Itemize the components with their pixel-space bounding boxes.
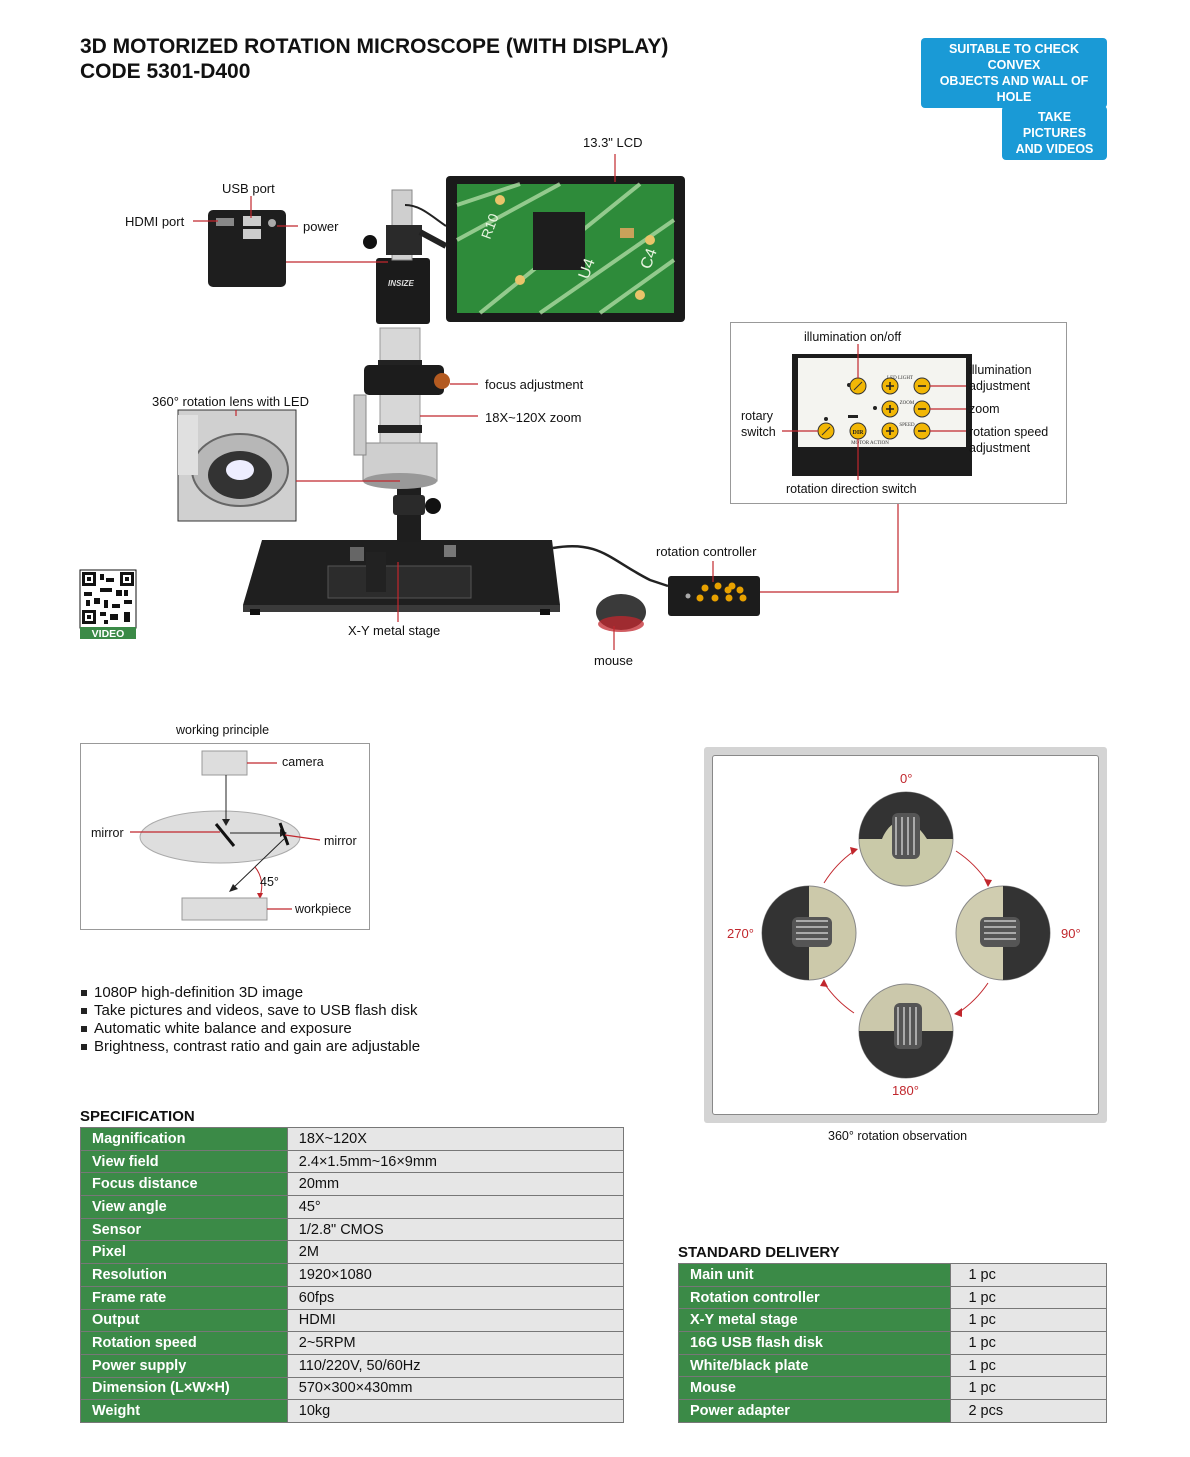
svg-text:LED LIGHT: LED LIGHT bbox=[887, 376, 913, 381]
convex-objects-badge: SUITABLE TO CHECK CONVEX OBJECTS AND WAL… bbox=[921, 38, 1107, 108]
label-focus-adjustment: focus adjustment bbox=[485, 377, 584, 392]
page-title: 3D MOTORIZED ROTATION MICROSCOPE (WITH D… bbox=[80, 34, 668, 84]
controller-panel-graphic: LED LIGHT ZOOM SPEED MOTOR ACTION DIR bbox=[782, 344, 972, 480]
principle-diagram bbox=[130, 750, 321, 921]
label-270-deg: 270° bbox=[727, 926, 754, 941]
title-line1: 3D MOTORIZED ROTATION MICROSCOPE (WITH D… bbox=[80, 35, 669, 58]
svg-text:U4: U4 bbox=[576, 256, 599, 281]
svg-text:DIR: DIR bbox=[852, 430, 864, 436]
label-rotation-controller: rotation controller bbox=[656, 544, 757, 559]
view-90deg bbox=[955, 885, 1051, 981]
list-item: Automatic white balance and exposure bbox=[80, 1020, 420, 1038]
port-box bbox=[208, 210, 286, 287]
label-rotation-lens: 360° rotation lens with LED bbox=[152, 394, 309, 409]
product-illustration: INSIZE R10 U4 C4 VIDEO bbox=[79, 154, 899, 650]
label-power: power bbox=[303, 219, 339, 234]
label-mirror-right: mirror bbox=[324, 834, 357, 848]
label-rotary-switch: rotary switch bbox=[741, 409, 776, 439]
title-line2: CODE 5301-D400 bbox=[80, 60, 251, 83]
label-workpiece: workpiece bbox=[295, 902, 352, 916]
list-item: 1080P high-definition 3D image bbox=[80, 984, 420, 1002]
view-180deg bbox=[858, 983, 954, 1079]
svg-text:MOTOR ACTION: MOTOR ACTION bbox=[851, 441, 889, 446]
label-angle: 45° bbox=[260, 875, 279, 889]
svg-text:SPEED: SPEED bbox=[899, 423, 915, 428]
svg-text:ZOOM: ZOOM bbox=[900, 401, 915, 406]
list-item: Brightness, contrast ratio and gain are … bbox=[80, 1038, 420, 1056]
view-0deg bbox=[858, 791, 954, 887]
list-item: Take pictures and videos, save to USB fl… bbox=[80, 1002, 420, 1020]
label-90-deg: 90° bbox=[1061, 926, 1081, 941]
label-hdmi-port: HDMI port bbox=[125, 214, 185, 229]
svg-text:C4: C4 bbox=[638, 246, 661, 271]
label-rotation-speed-adjustment: rotation speed adjustment bbox=[969, 425, 1049, 455]
pictures-videos-badge: TAKE PICTURES AND VIDEOS bbox=[1002, 106, 1107, 160]
label-rotation-direction-switch: rotation direction switch bbox=[786, 482, 917, 496]
label-0-deg: 0° bbox=[900, 771, 913, 786]
rotation-caption: 360° rotation observation bbox=[828, 1129, 968, 1143]
view-270deg bbox=[761, 885, 857, 981]
label-mirror-left: mirror bbox=[91, 826, 124, 840]
brand-logo: INSIZE bbox=[388, 279, 414, 288]
delivery-title: STANDARD DELIVERY bbox=[678, 1244, 840, 1261]
base-stage-graphic bbox=[243, 540, 560, 615]
label-illumination-onoff: illumination on/off bbox=[804, 330, 902, 344]
label-usb-port: USB port bbox=[222, 181, 275, 196]
label-xy-stage: X-Y metal stage bbox=[348, 623, 441, 638]
feature-list: 1080P high-definition 3D image Take pict… bbox=[80, 984, 420, 1056]
rotation-views bbox=[761, 791, 1051, 1079]
label-180-deg: 180° bbox=[892, 1083, 919, 1098]
label-zoom: zoom bbox=[969, 402, 1000, 416]
label-lcd: 13.3" LCD bbox=[583, 135, 643, 150]
specification-title: SPECIFICATION bbox=[80, 1108, 195, 1125]
label-zoom-range: 18X~120X zoom bbox=[485, 410, 582, 425]
principle-title: working principle bbox=[176, 723, 270, 737]
label-illumination-adjustment: illumination adjustment bbox=[969, 363, 1032, 393]
label-camera: camera bbox=[282, 755, 324, 769]
label-mouse: mouse bbox=[594, 653, 634, 668]
table-row: Dimension (L×W×H)570×300×430mm bbox=[80, 1376, 625, 1401]
qr-caption: VIDEO bbox=[92, 628, 125, 640]
